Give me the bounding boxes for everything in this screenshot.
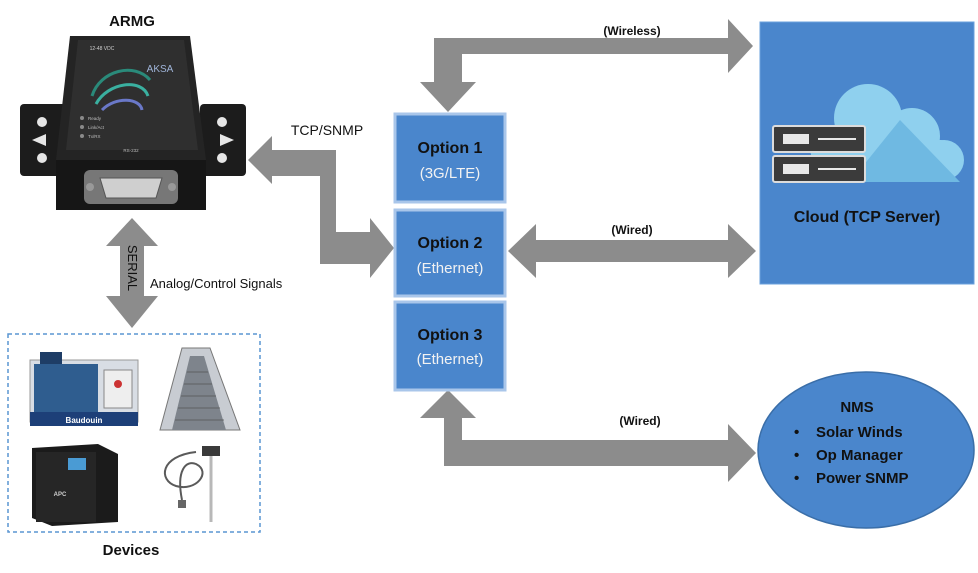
svg-text:•: •	[794, 470, 799, 487]
serial-label: SERIAL	[125, 245, 140, 291]
nms-item: Solar Winds	[816, 424, 903, 441]
wired-cloud-arrow	[508, 224, 756, 278]
svg-text:•: •	[794, 447, 799, 464]
option-3-subtitle: (Ethernet)	[417, 351, 484, 368]
wired-nms-label: (Wired)	[619, 414, 660, 428]
server-icon	[772, 125, 866, 183]
sensor-icon	[164, 446, 220, 522]
led-label: Ready	[88, 116, 102, 121]
ups-brand: APC	[54, 492, 67, 498]
nms-item: Power SNMP	[816, 470, 909, 487]
wired-cloud-label: (Wired)	[611, 223, 652, 237]
svg-text:•: •	[794, 424, 799, 441]
led-label: Link/Act	[88, 125, 105, 130]
option-1-title: Option 1	[418, 140, 483, 157]
serial-arrow	[106, 218, 158, 328]
option-2-box: Option 2 (Ethernet)	[393, 208, 507, 298]
signals-label: Analog/Control Signals	[150, 276, 283, 291]
wired-nms-arrow	[420, 390, 756, 482]
tcp-snmp-arrow	[248, 136, 394, 278]
ups-icon: APC	[32, 444, 118, 526]
option-3-box: Option 3 (Ethernet)	[393, 300, 507, 392]
arrows	[106, 19, 756, 482]
option-1-subtitle: (3G/LTE)	[420, 165, 481, 182]
armg-port-label: RS-232	[123, 148, 139, 153]
armg-device: ARMG 12-48 VDC AKSA Ready L	[20, 13, 246, 210]
cloud-label: Cloud (TCP Server)	[794, 209, 940, 226]
armg-title: ARMG	[109, 13, 155, 30]
db9-port-icon	[84, 170, 178, 204]
generator-brand: Baudouin	[66, 416, 103, 425]
devices-box: Baudouin APC	[7, 333, 261, 533]
option-2-title: Option 2	[418, 235, 483, 252]
generator-icon: Baudouin	[29, 352, 139, 426]
wireless-arrow	[420, 19, 753, 112]
wireless-label: (Wireless)	[603, 24, 660, 38]
escalator-icon	[159, 347, 241, 431]
nms-ellipse: NMS • Solar Winds • Op Manager • Power S…	[757, 371, 975, 529]
option-3-title: Option 3	[418, 327, 483, 344]
armg-brand: AKSA	[147, 64, 174, 75]
devices-label: Devices	[103, 542, 160, 559]
nms-item: Op Manager	[816, 447, 903, 464]
tcp-snmp-label: TCP/SNMP	[291, 122, 363, 138]
nms-title: NMS	[840, 399, 873, 416]
armg-top-text: 12-48 VDC	[90, 46, 115, 52]
nms-list: • Solar Winds • Op Manager • Power SNMP	[794, 424, 909, 487]
option-2-subtitle: (Ethernet)	[417, 260, 484, 277]
led-label: Tx/RX	[88, 134, 101, 139]
aksa-logo-icon	[90, 68, 152, 112]
option-1-box: Option 1 (3G/LTE)	[393, 112, 507, 204]
status-leds: Ready Link/Act Tx/RX	[80, 116, 105, 139]
cloud-server-panel: Cloud (TCP Server)	[759, 21, 975, 285]
